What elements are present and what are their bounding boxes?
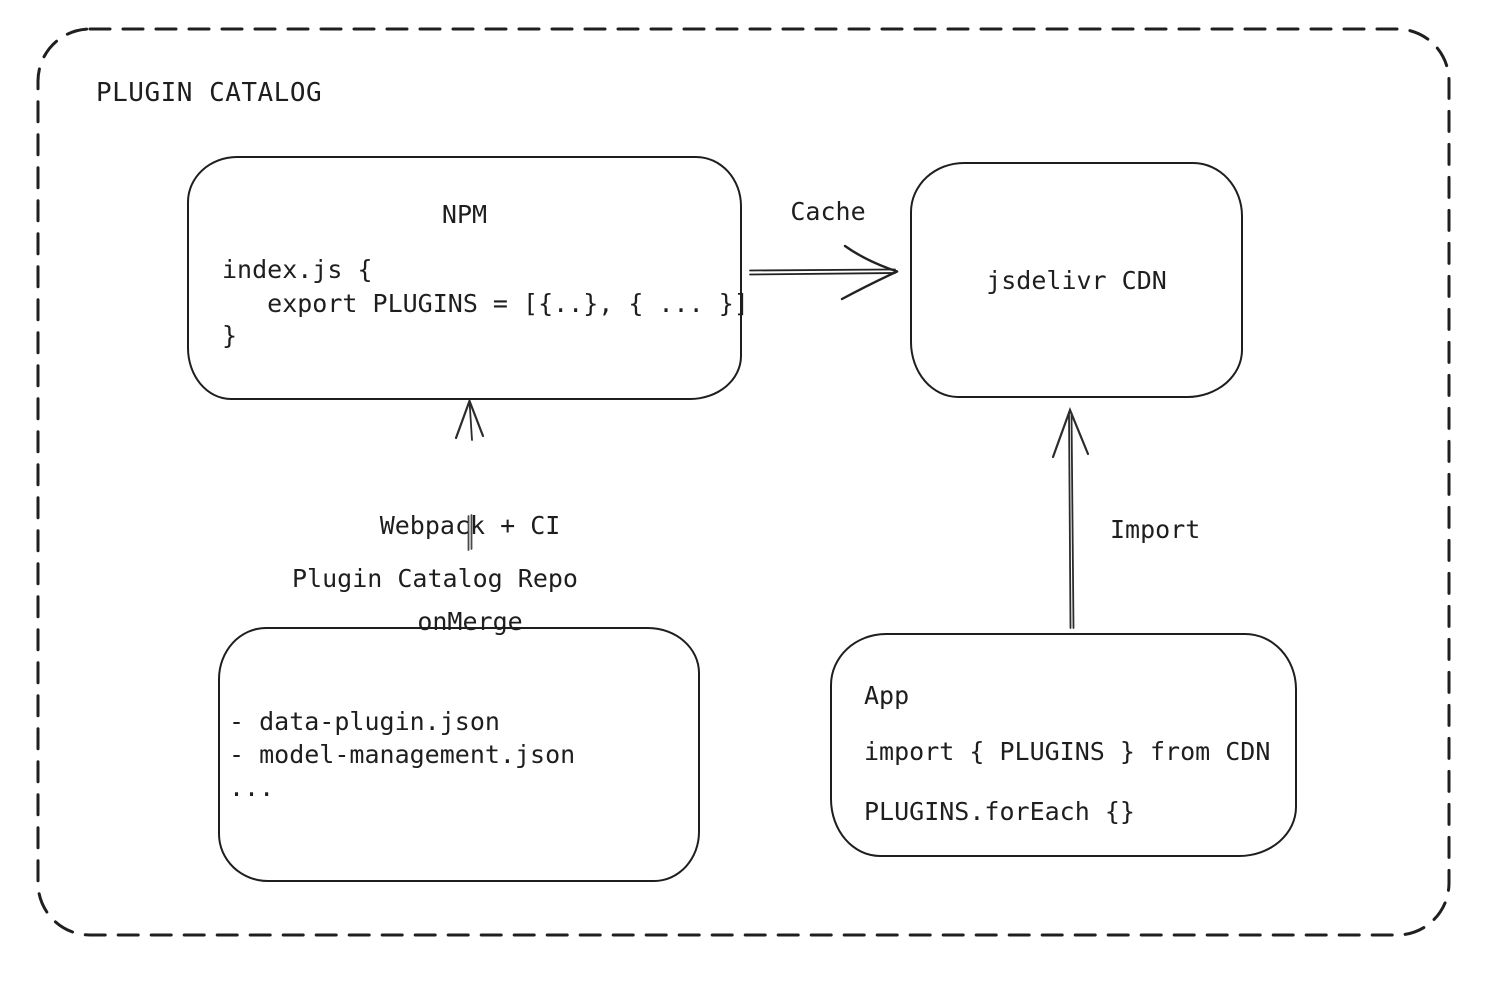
cache-arrow-label: Cache (790, 197, 866, 226)
npm-code-line: export PLUGINS = [{..}, { ... }] (222, 289, 749, 318)
repo-node: - data-plugin.json - model-management.js… (218, 627, 700, 882)
npm-code-line: index.js { (222, 255, 373, 284)
diagram-title: PLUGIN CATALOG (96, 78, 323, 108)
cdn-node-label: jsdelivr CDN (986, 265, 1167, 295)
app-node: App import { PLUGINS } from CDN PLUGINS.… (830, 633, 1297, 857)
build-arrow-label-line2: onMerge (417, 607, 523, 636)
npm-node: NPM index.js { export PLUGINS = [{..}, {… (187, 156, 749, 400)
cdn-node: jsdelivr CDN (910, 162, 1243, 398)
import-arrow-label: Import (1110, 515, 1201, 544)
npm-node-title: NPM (441, 200, 488, 229)
cache-arrow (749, 244, 899, 301)
app-code-line: PLUGINS.forEach {} (864, 797, 1135, 826)
repo-list-item: ... (229, 773, 275, 802)
app-node-title: App (864, 681, 910, 710)
repo-list-item: - data-plugin.json (229, 707, 500, 736)
build-arrow-label-line1: Webpack + CI (379, 511, 561, 540)
app-code-line: import { PLUGINS } from CDN (864, 737, 1271, 766)
import-arrow (1051, 406, 1090, 629)
repo-list-item: - model-management.json (229, 740, 576, 769)
npm-code-line: } (222, 321, 238, 350)
repo-node-title: Plugin Catalog Repo (292, 564, 578, 593)
build-arrow-label: Webpack + CI onMerge (350, 446, 590, 702)
